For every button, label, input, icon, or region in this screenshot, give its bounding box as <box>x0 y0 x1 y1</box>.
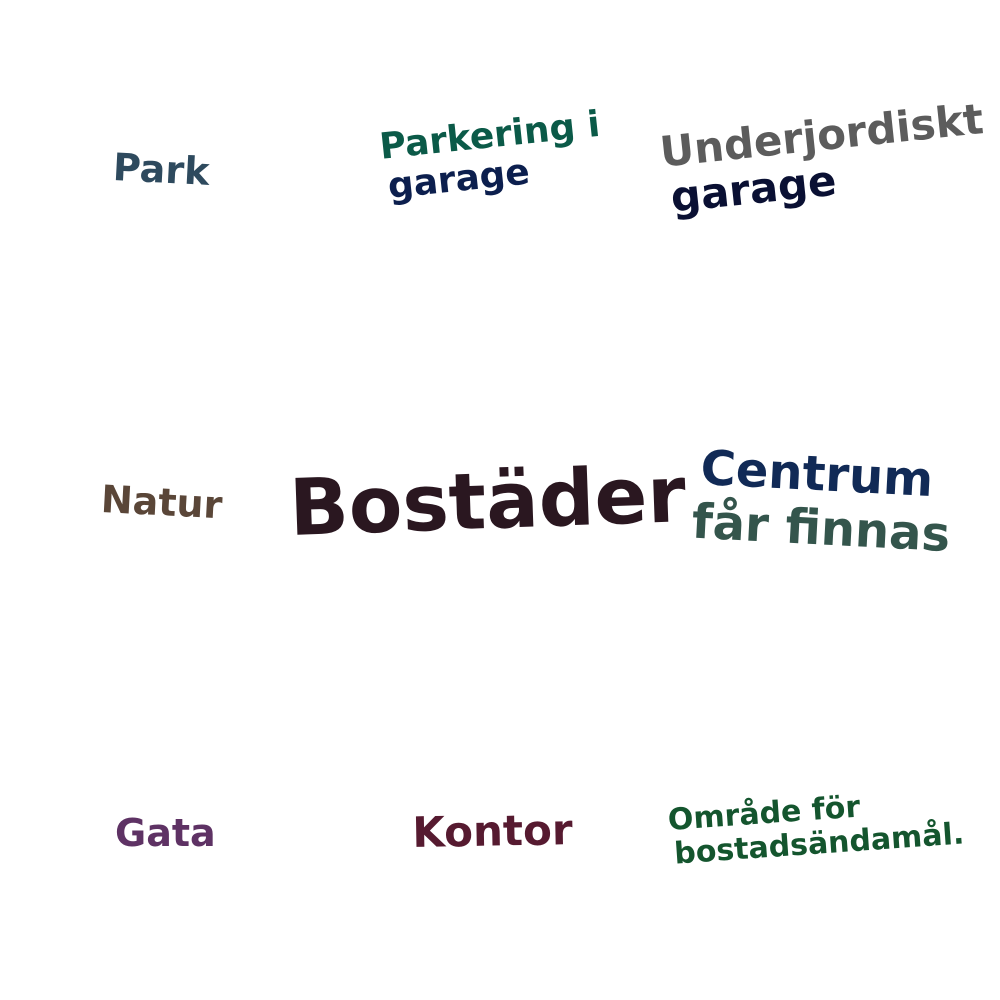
word-centrum-line2: får finnas <box>690 493 952 564</box>
word-centrum-far-finnas: Centrum får finnas <box>690 440 955 563</box>
word-gata: Gata <box>115 811 216 855</box>
word-park: Park <box>111 145 211 194</box>
word-omrade-for-bostadsandamal: Område för bostadsändamål. <box>667 785 965 872</box>
word-parkering-i-garage: Parkering i garage <box>378 104 606 207</box>
word-kontor: Kontor <box>411 805 573 857</box>
word-underjordiskt-garage: Underjordiskt garage <box>658 94 990 222</box>
word-natur: Natur <box>99 477 224 528</box>
word-bostader: Bostäder <box>287 450 688 554</box>
